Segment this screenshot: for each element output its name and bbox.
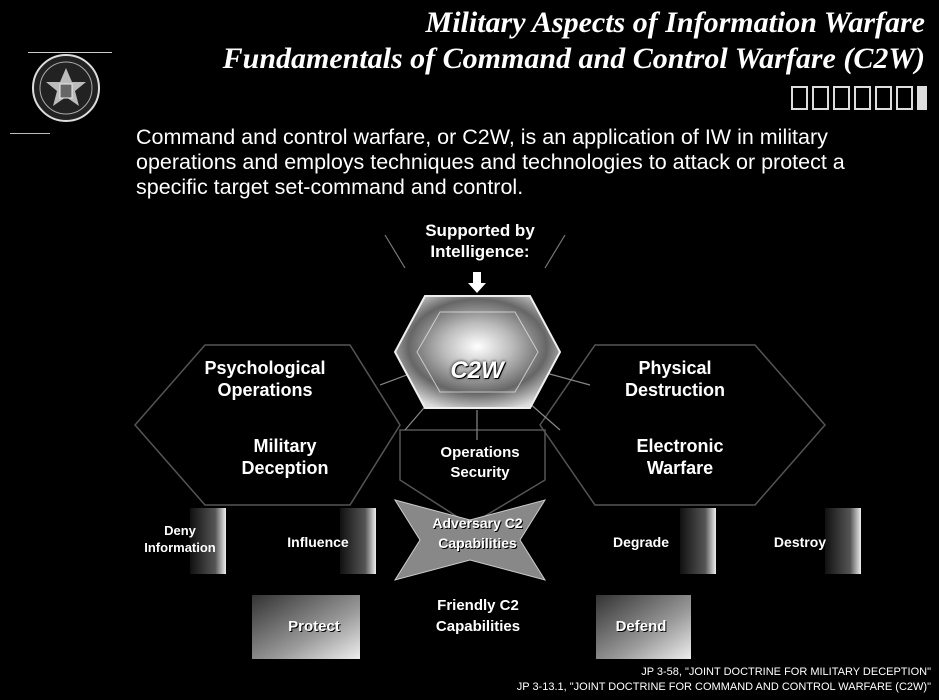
protect-label: Protect bbox=[288, 618, 340, 635]
side-rule bbox=[10, 133, 50, 134]
influence-label: Influence bbox=[287, 534, 349, 550]
degrade-pad bbox=[680, 508, 716, 574]
reference-jp-3-58: JP 3-58, "JOINT DOCTRINE FOR MILITARY DE… bbox=[641, 666, 931, 678]
adversary-c2-label: Adversary C2 Capabilities bbox=[432, 515, 523, 551]
defend-pad bbox=[596, 595, 691, 659]
psyops-label: Psychological Operations bbox=[204, 358, 326, 400]
right-hexagon bbox=[539, 344, 826, 506]
influence-pad bbox=[340, 508, 376, 574]
defend-label: Defend bbox=[615, 618, 667, 635]
degrade-label: Degrade bbox=[612, 534, 670, 550]
deny-pad bbox=[190, 508, 226, 574]
c2w-center-label: C2W bbox=[450, 357, 504, 384]
military-deception-label: Military Deception bbox=[241, 436, 329, 478]
electronic-warfare-label: Electronic Warfare bbox=[636, 436, 724, 478]
reference-jp-3-13-1: JP 3-13.1, "JOINT DOCTRINE FOR COMMAND A… bbox=[516, 681, 931, 693]
friendly-c2-label: Friendly C2 Capabilities bbox=[435, 597, 521, 635]
protect-pad bbox=[252, 595, 360, 659]
center-diamond bbox=[399, 429, 546, 526]
slide-title-line2: Fundamentals of Command and Control Warf… bbox=[222, 42, 925, 75]
adversary-bowtie bbox=[393, 499, 547, 581]
joint-chiefs-seal-icon bbox=[32, 54, 100, 122]
destroy-label: Destroy bbox=[773, 534, 827, 550]
supported-by-label: Supported by Intelligence: bbox=[425, 221, 535, 261]
slide-title-line1: Military Aspects of Information Warfare bbox=[425, 6, 925, 39]
left-hexagon bbox=[134, 344, 401, 506]
c2w-hexagon bbox=[393, 295, 562, 409]
destroy-pad bbox=[825, 508, 861, 574]
operations-security-label: Operations Security bbox=[440, 444, 520, 481]
intro-paragraph: Command and control warfare, or C2W, is … bbox=[136, 125, 845, 199]
physical-destruction-label: Physical Destruction bbox=[624, 358, 725, 400]
header-rule bbox=[28, 52, 112, 53]
down-arrow-icon bbox=[468, 272, 486, 293]
decorative-box-row bbox=[791, 86, 927, 110]
deny-information-label: Deny Information bbox=[144, 523, 216, 555]
